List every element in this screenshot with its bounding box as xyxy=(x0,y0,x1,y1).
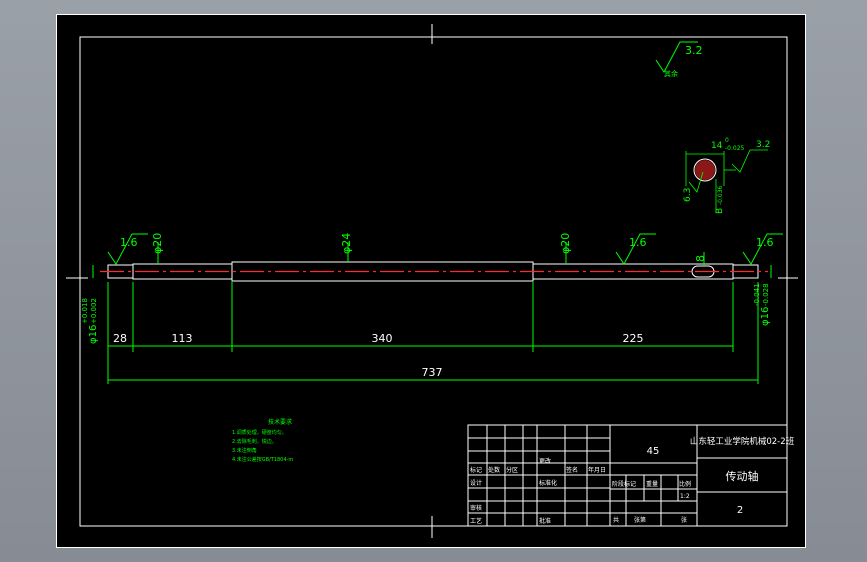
dim-340: 340 xyxy=(372,332,393,345)
label-stage: 阶段标记 xyxy=(612,480,636,488)
school-name: 山东轻工业学院机械02-2班 xyxy=(690,436,795,447)
section-roughness-left: 6.3 xyxy=(683,188,693,202)
roughness-top-right: 3.2 xyxy=(685,44,703,57)
label-count: 处数 xyxy=(488,466,500,474)
label-approve: 批准 xyxy=(539,517,551,525)
section-roughness-top: 3.2 xyxy=(756,140,770,150)
notes-line-4: 4.未注公差按GB/T1804-m xyxy=(232,456,293,463)
dim-dia24: φ24 xyxy=(340,233,353,254)
technical-notes: 技术要求 1.调质处理，硬度均匀。 2.去除毛刺，锐边。 3.未注倒角 4.未注… xyxy=(232,418,293,463)
section-depth-label: B xyxy=(715,208,725,214)
dim-dia20-left: φ20 xyxy=(151,233,164,254)
scale-value: 1:2 xyxy=(680,493,690,500)
inner-frame xyxy=(79,36,788,527)
dim-113: 113 xyxy=(172,332,193,345)
label-mark: 标记 xyxy=(470,466,482,474)
label-change: 更改 xyxy=(539,457,551,465)
label-sheet-total: 共 xyxy=(613,516,619,524)
material-value: 45 xyxy=(647,446,660,457)
outer-border xyxy=(56,14,806,548)
label-std: 标准化 xyxy=(539,479,557,487)
section-depth-tol: -0.036 xyxy=(717,185,724,205)
label-process: 工艺 xyxy=(470,517,482,525)
label-review: 审核 xyxy=(470,504,482,512)
section-width-tol-lower: -0.025 xyxy=(725,145,745,152)
section-width: 14 xyxy=(711,141,723,151)
notes-heading: 技术要求 xyxy=(268,418,292,426)
title-block: 45 山东轻工业学院机械02-2班 传动轴 2 标记 处数 分区 更改 签名 年… xyxy=(467,424,795,527)
dim-dia16-right-tol-lower: -0.028 xyxy=(762,283,770,306)
label-partition: 分区 xyxy=(506,466,518,474)
dim-keyway-length: 8 xyxy=(694,255,707,262)
centering-marks xyxy=(66,24,798,538)
notes-line-2: 2.去除毛刺，锐边。 xyxy=(232,438,277,445)
label-sign: 签名 xyxy=(566,466,578,474)
section-width-tol-upper: 0 xyxy=(725,137,729,144)
dim-225: 225 xyxy=(623,332,644,345)
label-weight: 重量 xyxy=(646,480,658,488)
part-name: 传动轴 xyxy=(726,469,759,483)
dim-28: 28 xyxy=(113,332,127,345)
drawing-canvas: 28 113 340 225 737 φ20 φ24 φ20 8 φ16 +0.… xyxy=(56,14,806,548)
dim-dia20-right: φ20 xyxy=(559,233,572,254)
label-scale: 比例 xyxy=(679,480,691,488)
dim-dia16-right-tol-upper: -0.041 xyxy=(753,283,761,306)
dimension-lines xyxy=(92,242,772,384)
label-design: 设计 xyxy=(470,479,482,487)
label-date: 年月日 xyxy=(588,466,606,474)
dim-dia16-right: φ16 xyxy=(760,307,771,326)
drawing-sheet: 28 113 340 225 737 φ20 φ24 φ20 8 φ16 +0.… xyxy=(56,14,806,548)
dim-dia16-left-tol-lower: +0.002 xyxy=(90,298,98,324)
roughness-left-end: 1.6 xyxy=(120,236,138,249)
label-sheet: 张 xyxy=(681,516,687,524)
section-view: 14 0 -0.025 3.2 6.3 B -0.036 xyxy=(683,137,770,214)
notes-line-3: 3.未注倒角 xyxy=(232,447,257,454)
dim-dia16-left: φ16 xyxy=(88,325,99,344)
roughness-mid-right: 1.6 xyxy=(629,236,647,249)
dim-737: 737 xyxy=(422,366,443,379)
dim-dia16-left-tol-upper: +0.018 xyxy=(81,298,89,324)
roughness-other-note: 其余 xyxy=(664,69,678,78)
quantity-value: 2 xyxy=(737,505,743,516)
roughness-symbols xyxy=(107,41,783,265)
roughness-right-end: 1.6 xyxy=(756,236,774,249)
notes-line-1: 1.调质处理，硬度均匀。 xyxy=(232,429,287,436)
label-sheet-no: 张第 xyxy=(634,516,646,524)
